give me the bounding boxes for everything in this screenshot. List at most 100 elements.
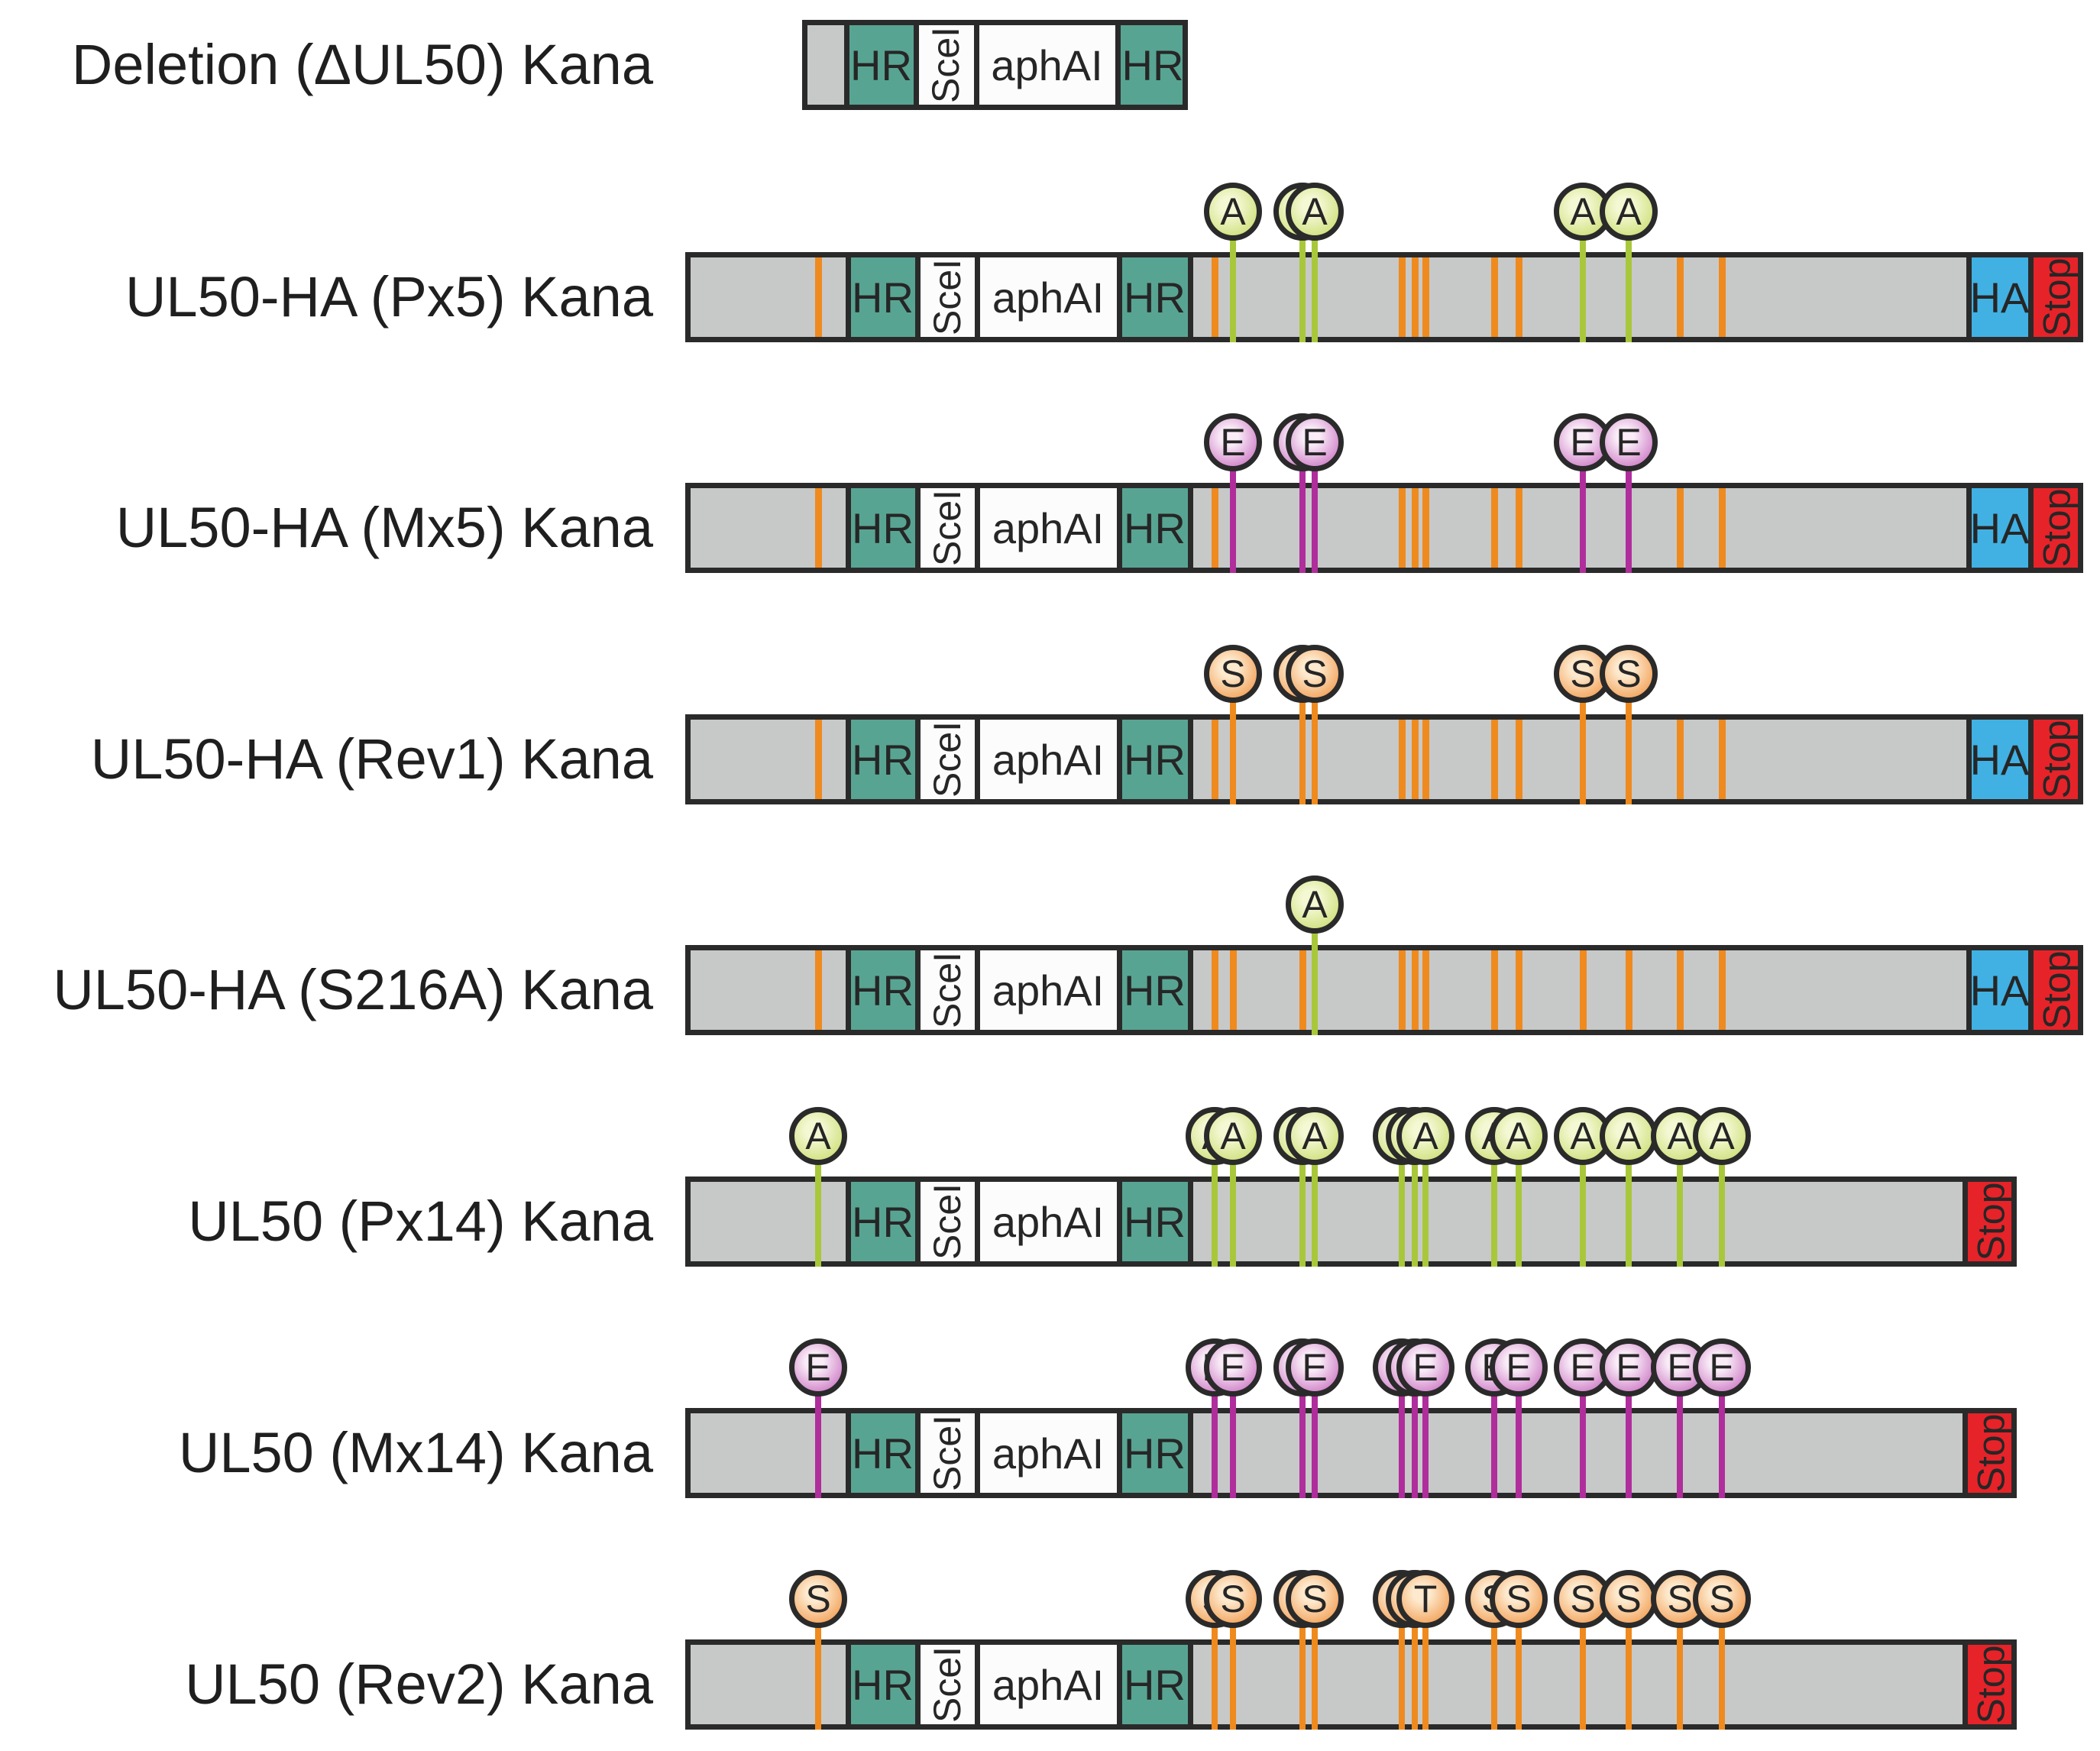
segment-label: HR (852, 966, 914, 1015)
construct-label: UL50-HA (Rev1) Kana (90, 727, 653, 791)
lollipop-stem (815, 1161, 821, 1267)
segment-scei: SceI (917, 720, 977, 799)
segment-divider (914, 1413, 921, 1493)
segment-divider (914, 488, 921, 568)
lollipop-stem (1312, 1624, 1318, 1730)
mutation-letter: E (1667, 1346, 1693, 1389)
segment-label: HR (852, 503, 914, 552)
mutation-letter: S (1220, 652, 1246, 695)
mutation-letter: E (805, 1346, 831, 1389)
segment-label: aphAI (992, 735, 1105, 784)
segment-label-wrap: HR (848, 257, 917, 337)
segment-ha-tag: HA (1969, 950, 2030, 1030)
segment-label: HR (852, 1197, 914, 1246)
segment-label: HR (852, 735, 914, 784)
segment-divider (1187, 1645, 1193, 1724)
lollipop-stem (1299, 1624, 1306, 1730)
segment-divider (1116, 1413, 1122, 1493)
segment-divider (1187, 1182, 1193, 1261)
phosphosite-tick (1422, 950, 1429, 1030)
segment-label-wrap: HR (1119, 1413, 1190, 1493)
mutation-letter: E (1506, 1346, 1532, 1389)
phosphosite-lollipop: S (1490, 1570, 1548, 1628)
segment-label-wrap: HR (1119, 1182, 1190, 1261)
phosphosite-tick (1676, 950, 1684, 1030)
segment-label-wrap: HR (1119, 257, 1190, 337)
segment-label: HA (1969, 735, 2030, 784)
segment-label-wrap: HR (848, 1645, 917, 1724)
phosphosite-tick (1490, 720, 1498, 799)
mutation-letter: E (1302, 421, 1328, 464)
segment-ul50-orf (1190, 488, 1969, 568)
segment-label-wrap: HR (846, 25, 916, 105)
segment-label: SceI (926, 720, 969, 798)
phosphosite-lollipop: E (1204, 413, 1262, 471)
segment-divider (845, 950, 851, 1030)
lollipop-stem (1412, 1624, 1418, 1730)
lollipop-stem (1677, 1393, 1683, 1498)
phosphosite-lollipop: S (789, 1570, 847, 1628)
segment-hr: HR (1119, 488, 1190, 568)
phosphosite-lollipop: E (1286, 413, 1344, 471)
segment-label-wrap: HR (848, 1182, 917, 1261)
phosphosite-lollipop: E (1693, 1338, 1751, 1397)
lollipop-stem (1422, 1393, 1429, 1498)
mutation-letter: E (1412, 1346, 1438, 1389)
lollipop-stem (1412, 1393, 1418, 1498)
lollipop-stem (1580, 468, 1586, 573)
lollipop-stem (1626, 699, 1632, 804)
segment-ul50-orf (1190, 1182, 1965, 1261)
segment-aphai: aphAI (977, 1645, 1119, 1724)
lollipop-stem (1677, 1624, 1683, 1730)
mutation-letter: A (1302, 190, 1328, 233)
segment-divider (1966, 720, 1972, 799)
phosphosite-tick (1490, 950, 1498, 1030)
segment-divider (1187, 488, 1193, 568)
lollipop-stem (1422, 1624, 1429, 1730)
segment-divider (974, 488, 980, 568)
mutation-letter: A (1302, 883, 1328, 926)
phosphosite-tick (1490, 488, 1498, 568)
construct-label: UL50 (Px14) Kana (188, 1189, 653, 1253)
phosphosite-tick (1411, 950, 1419, 1030)
segment-label-wrap: aphAI (977, 720, 1119, 799)
phosphosite-tick (814, 488, 822, 568)
phosphosite-tick (1515, 950, 1522, 1030)
segment-label-wrap: aphAI (977, 1645, 1119, 1724)
segment-hr: HR (1119, 720, 1190, 799)
construct-label: UL50 (Mx14) Kana (178, 1421, 653, 1484)
segment-label-wrap: HR (1119, 488, 1190, 568)
segment-scei: SceI (916, 25, 976, 105)
segment-stop: Stop (1965, 1645, 2011, 1724)
mutation-letter: A (1220, 190, 1246, 233)
segment-aphai: aphAI (977, 950, 1119, 1030)
lollipop-stem (1626, 1624, 1632, 1730)
phosphosite-tick (814, 720, 822, 799)
mutation-letter: S (1302, 1578, 1328, 1620)
segment-divider (914, 720, 921, 799)
lollipop-stem (1230, 237, 1236, 342)
phosphosite-tick (1579, 950, 1587, 1030)
lollipop-stem (1212, 1624, 1218, 1730)
segment-ul50-orf (1190, 1645, 1965, 1724)
mutation-letter: A (805, 1115, 831, 1157)
phosphosite-tick (1211, 720, 1218, 799)
segment-aphai: aphAI (977, 1413, 1119, 1493)
segment-label: SceI (926, 1183, 969, 1261)
segment-divider (2027, 257, 2034, 337)
segment-label: SceI (926, 489, 969, 567)
phosphosite-tick (1211, 257, 1218, 337)
segment-divider (914, 257, 921, 337)
lollipop-stem (1491, 1393, 1497, 1498)
segment-label: Stop (1969, 1413, 2013, 1493)
segment-divider (845, 257, 851, 337)
segment-aphai: aphAI (977, 1182, 1119, 1261)
lollipop-stem (1312, 468, 1318, 573)
segment-divider (1962, 1182, 1968, 1261)
mutation-letter: E (1220, 421, 1246, 464)
segment-label: HA (1969, 966, 2030, 1015)
phosphosite-tick (1718, 720, 1726, 799)
segment-label-wrap: HA (1969, 257, 2030, 337)
segment-divider (974, 1182, 980, 1261)
